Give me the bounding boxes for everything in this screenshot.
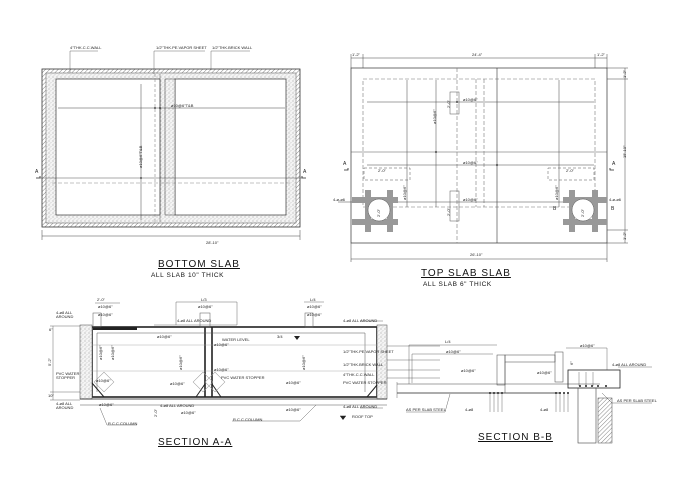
label-bar-3: ø10@6" [463,160,478,165]
bb-span-dim: L/4 [445,339,451,344]
aa-rcc-column-left: R.C.C.COLUMN [108,421,138,426]
bb-bar-1: ø10@6" [446,349,461,354]
aa-bar-top-1: ø10@6" [98,304,113,309]
section-bb [396,344,652,444]
aa-all-around-top-left: 4-ø8 ALL AROUND [56,310,74,319]
dim-right: 1'-2" [597,52,605,57]
label-bar-1: ø10@6" [463,97,478,102]
aa-water-level-mark: 3/4 [277,334,283,339]
aa-bot-small-dim: 10" [48,393,54,398]
aa-bar-top-5: ø10@6" [307,312,322,317]
bottom-slab-subtitle: ALL SLAB 10" THICK [151,272,225,279]
label-cc-wall: 4"THK.C.C.WALL [70,45,102,50]
aa-wall-bar-1: ø10@6" [157,334,172,339]
label-bar-5: ø10@6" [463,197,478,202]
label-vapor-sheet: 1/2"THK.PE.VAPOR SHEET [156,45,207,50]
dim-right-top: 1'-2" [622,70,627,78]
aa-bar-top-4: ø10@6" [307,304,322,309]
aa-top-dim-mid: L/3 [201,297,207,302]
aa-all-around-top-mid: 4-ø8 ALL AROUND [177,318,212,323]
top-slab-subtitle: ALL SLAB 6" THICK [423,281,492,288]
top-slab-plan [338,54,628,262]
top-mark-b-left: B [553,206,557,212]
rebar-right: 4-ø-ø6 [609,197,621,202]
aa-haunch-bar-2: ø10@6" [170,381,185,386]
aa-water-stopper-right: PVC WATER STOPPER [343,380,387,385]
aa-bottom-bar-2: ø10@6" [181,410,196,415]
aa-vapor-sheet: 1/2"THK.PE.VAPOR SHEET [343,349,394,354]
aa-haunch-bar-1: ø10@6" [96,378,111,383]
manhole-left-dim: 2'-0" [376,209,381,217]
rebar-left: 4-ø-ø6 [333,197,345,202]
aa-top-small-dim: 6" [49,327,53,332]
label-width-dim: 28'-10" [206,240,219,245]
bb-all-around: 4-ø8 ALL AROUND [612,362,647,367]
overall-width-dim: 26'-10" [470,252,483,257]
aa-bar-top-2: ø10@6" [98,312,113,317]
label-bar-h: ø10@6"T&B [171,103,194,108]
aa-rcc-column-mid: R.C.C.COLUMN [233,417,263,422]
bb-bar-3: ø10@6" [537,370,552,375]
aa-bottom-bar-1: ø10@6" [99,402,114,407]
top-mark-b-right: B [611,206,615,212]
bb-bar-4: ø10@6" [580,343,595,348]
aa-wall-bar-4: ø10@6" [178,355,183,370]
aa-water-stopper-mid: PVC WATER STOPPER [221,375,265,380]
aa-all-around-bot-left: 4-ø8 ALL AROUND [56,401,74,410]
section-mark-a-left: A [35,169,39,175]
bb-slab-steel-right: AS PER SLAB STEEL [617,398,657,403]
aa-mid-bar: ø10@6" [286,380,301,385]
label-bar-4: ø10@6" [402,185,407,200]
aa-water-level: WATER LEVEL [222,337,250,342]
dim-mid: 24'-4" [472,52,483,57]
aa-haunch-bar-4: ø10@6" [214,367,229,372]
top-mark-a-right: A [612,161,616,167]
label-brick-wall: 1/2"THK.BRICK WALL [212,45,253,50]
aa-inner-bar-right: ø10@6" [301,355,306,370]
aa-top-dim-left: 2'-0" [97,297,105,302]
opening-left-dim: 2'-0" [378,168,386,173]
bb-bar-2: ø10@6" [461,368,476,373]
bottom-slab-plan [36,50,306,240]
section-aa [50,301,440,426]
bb-rebar-mid: 4-ø8 [540,407,549,412]
bb-small-dim: 6" [569,361,574,365]
aa-cc-wall: 4"THK.C.C.WALL [343,372,375,377]
aa-brick-wall: 1/2"THK.BRICK WALL [343,362,384,367]
aa-wall-bar-2: ø10@6" [98,345,103,360]
top-slab-title: TOP SLAB SLAB [421,268,511,279]
bottom-slab-title: BOTTOM SLAB [158,259,240,270]
dim-left: 1'-2" [352,52,360,57]
opening-right-dim: 2'-0" [566,168,574,173]
top-mark-a-left: A [343,161,347,167]
aa-all-around-bot-mid: 4-ø8 ALL AROUND [160,403,195,408]
aa-roof-top: ROOF TOP [352,414,373,419]
aa-bar-top-3: ø10@6" [198,304,213,309]
manhole-right-dim: 2'-0" [580,209,585,217]
bb-rebar-left: 4-ø8 [465,407,474,412]
aa-bottom-bar-3: ø10@6" [286,407,301,412]
dim-right-bot: 1'-2" [622,232,627,240]
aa-all-around-bot-right: 4-ø8 ALL AROUND [343,404,378,409]
aa-height-dim: 5'-2" [47,358,52,366]
aa-all-around-top-right: 4-ø8 ALL AROUND [343,318,378,323]
dim-right-mid: 15'-10" [622,145,627,158]
aa-haunch-bar-3: ø10@6" [214,342,229,347]
bb-slab-steel-left: AS PER SLAB STEEL [406,407,446,412]
aa-bottom-dim: 2'-0" [153,409,158,417]
aa-water-stopper-left: PVC WATER STOPPER [56,371,80,380]
section-bb-title: SECTION B-B [478,432,553,443]
label-bar-6: ø10@6" [554,185,559,200]
label-bar-2: ø10@6" [432,109,437,124]
aa-top-dim-right: L/4 [310,297,316,302]
opening-v2-dim: 2'-0" [446,208,451,216]
label-bar-v: ø10@6"T&B [138,145,143,168]
aa-wall-bar-3: ø10@6" [110,345,115,360]
section-mark-a-right: A [303,169,307,175]
opening-v1-dim: 2'-0" [446,100,451,108]
section-aa-title: SECTION A-A [158,437,233,448]
